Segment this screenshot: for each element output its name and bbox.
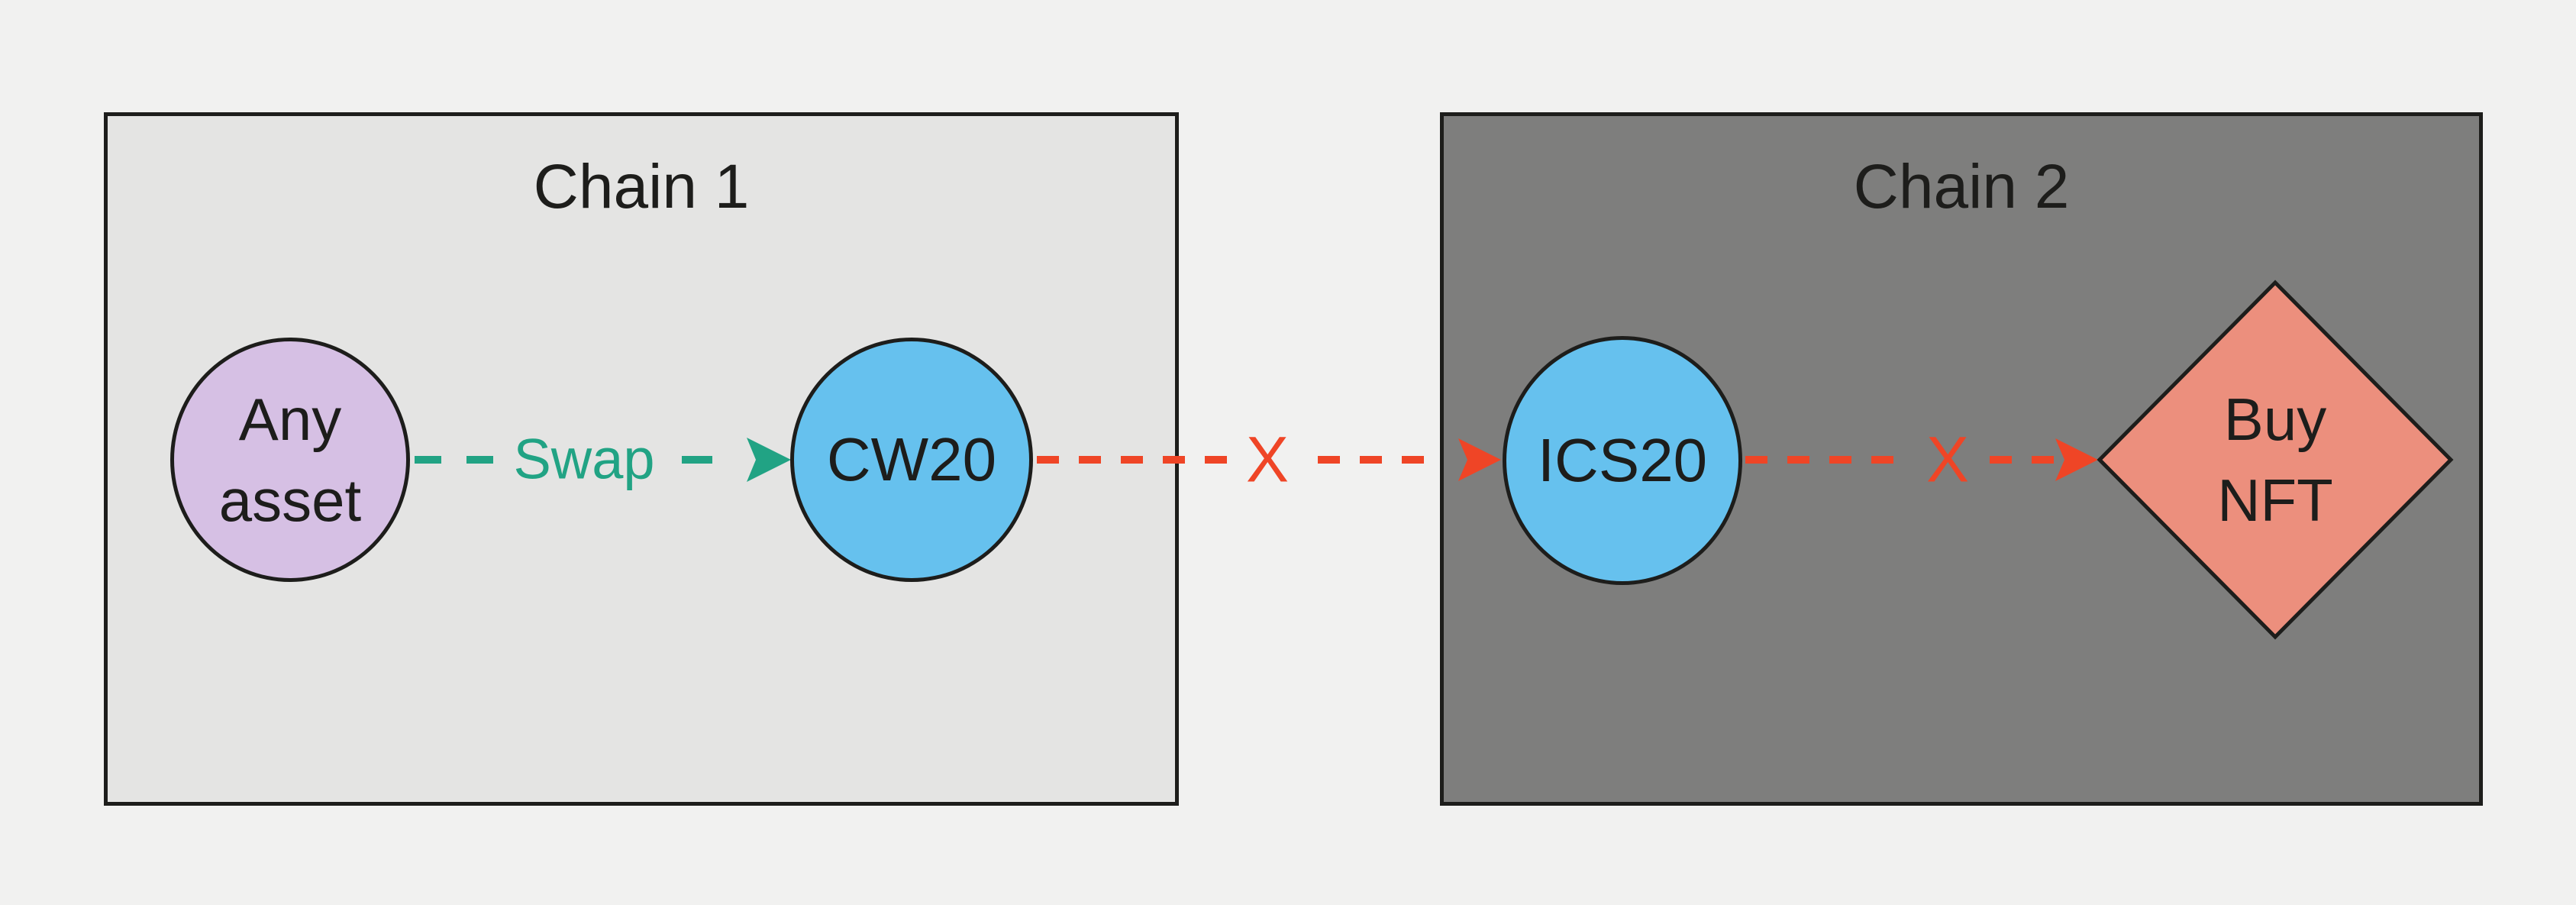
- chain1-title: Chain 1: [533, 152, 750, 221]
- any-asset-label-line2: asset: [218, 467, 362, 534]
- buy-nft-label: Buy NFT: [2217, 379, 2333, 541]
- any-asset-label-line1: Any: [238, 386, 342, 453]
- chain2-title: Chain 2: [1853, 152, 2070, 221]
- swap-label: Swap: [513, 427, 655, 491]
- cw20-label: CW20: [826, 425, 997, 493]
- any-asset-node: Any asset: [170, 338, 410, 582]
- ics20-node: ICS20: [1503, 336, 1742, 585]
- buy-nft-label-line2: NFT: [2217, 467, 2333, 534]
- any-asset-label: Any asset: [219, 379, 361, 541]
- ics20-label: ICS20: [1537, 426, 1708, 494]
- buy-nft-label-line1: Buy: [2223, 386, 2327, 453]
- blocked-x-mark-1: X: [1245, 423, 1290, 496]
- cw20-node: CW20: [790, 338, 1033, 582]
- blocked-x-mark-2: X: [1926, 423, 1970, 496]
